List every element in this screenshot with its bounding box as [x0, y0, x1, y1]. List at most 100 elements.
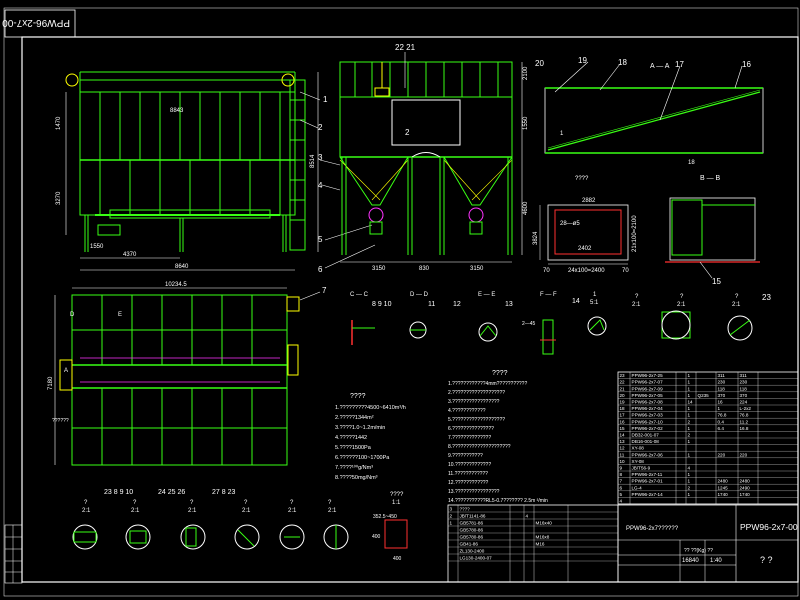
svg-text:1.????????????4mm???????????: 1.????????????4mm???????????	[448, 381, 527, 387]
bottom-detail-2: 24 25 26 ?2:1	[125, 489, 185, 550]
parts-cell: 2	[688, 485, 691, 490]
section-detail-2-1-a: ? 2:1	[632, 294, 691, 340]
detail-box	[539, 204, 629, 265]
hopper-left	[339, 156, 409, 206]
parts-left-cell: 3	[450, 507, 453, 512]
parts-cell: 12	[620, 446, 626, 451]
parts-cell: 311	[718, 373, 726, 378]
svg-text:2:1: 2:1	[131, 508, 140, 514]
svg-text:7.????¹⁰⁰g/Nm³: 7.????¹⁰⁰g/Nm³	[335, 464, 373, 471]
detail-w-bot: 2402	[578, 246, 592, 252]
parts-cell: 1740	[718, 492, 729, 497]
dim-2100: 2100	[523, 66, 529, 80]
parts-cell: 11	[620, 452, 625, 457]
svg-text:?: ?	[190, 500, 194, 506]
section-aa-title: A — A	[650, 63, 670, 70]
parts-left-cell: M16	[536, 542, 545, 547]
dim-1470: 1470	[56, 116, 62, 130]
parts-cell: 220	[740, 452, 748, 457]
left-revision-strip	[4, 524, 23, 584]
svg-text:C — C: C — C	[350, 292, 369, 298]
dim-1550: 1550	[90, 244, 104, 250]
dim-3270: 3270	[56, 191, 62, 205]
parts-cell: 22	[620, 380, 626, 385]
svg-text:7.??????????????: 7.??????????????	[448, 435, 491, 441]
svg-text:2—45: 2—45	[522, 321, 536, 327]
svg-text:?: ?	[680, 294, 684, 300]
notes-left-title: ????	[350, 393, 366, 400]
label-22-21: 22 21	[395, 43, 416, 52]
parts-cell: L-2x2	[740, 406, 752, 411]
detail-h-side: 3824	[533, 231, 539, 245]
svg-text:11.????????????: 11.????????????	[448, 471, 488, 477]
svg-text:F — F: F — F	[540, 292, 557, 298]
svg-text:1.?????????4500~6410m³/h: 1.?????????4500~6410m³/h	[335, 405, 406, 411]
svg-text:2:1: 2:1	[288, 508, 297, 514]
section-bb-title: B — B	[700, 175, 721, 182]
parts-cell: 16.8	[740, 426, 749, 431]
svg-text:12: 12	[453, 301, 461, 308]
section-aa-1: 1	[560, 131, 564, 137]
svg-text:E — E: E — E	[478, 292, 495, 298]
section-row: C — C 8 9 10 D — D 11 E — E 13 12 F — F …	[350, 292, 771, 355]
parts-cell: 15	[620, 426, 626, 431]
svg-text:23 8 9 10: 23 8 9 10	[104, 489, 133, 496]
svg-text:2:1: 2:1	[82, 508, 91, 514]
svg-text:?: ?	[735, 294, 739, 300]
svg-text:?: ?	[328, 500, 332, 506]
parts-cell: 1	[688, 380, 691, 385]
parts-cell: 5	[620, 492, 623, 497]
parts-cell: 11.2	[740, 419, 749, 424]
parts-cell: PPW96-2x7-05	[632, 393, 664, 398]
detail-inner: 28—ø5	[560, 221, 580, 227]
parts-cell: 0.4	[718, 419, 725, 424]
parts-cell: 14	[620, 433, 626, 438]
bottom-detail-5: ?2:1	[279, 500, 305, 550]
notes-right-title: ????	[492, 370, 508, 377]
parts-cell: PPW96-2x7-25	[632, 373, 664, 378]
plan-view	[59, 294, 300, 466]
parts-cell: PPW96-2x7-06	[632, 452, 664, 457]
dim-side-1550: 1550	[523, 116, 529, 130]
parts-cell: DB32-001-07	[632, 433, 660, 438]
detail-w-base: 24x100=2400	[568, 268, 605, 274]
svg-text:13: 13	[505, 301, 513, 308]
side-legs	[341, 157, 513, 255]
label-2: 2	[318, 123, 323, 132]
svg-text:5:1: 5:1	[590, 300, 599, 306]
small-plate: ???? 1:1 352.5~450 400 400	[372, 492, 408, 562]
label-15: 15	[712, 277, 721, 286]
label-17: 17	[675, 60, 684, 69]
dim-7180: 7180	[48, 376, 54, 390]
svg-text:?: ?	[133, 500, 137, 506]
parts-cell: PPW96-2x7-08	[632, 400, 664, 405]
section-aa-18: 18	[688, 160, 695, 166]
section-detail-2-1-b: ? 2:1	[677, 294, 686, 308]
label-1: 1	[323, 95, 328, 104]
svg-text:D — D: D — D	[410, 292, 429, 298]
dim-8514: 8514	[310, 154, 316, 168]
section-23: ? 2:1 23	[727, 293, 771, 341]
svg-text:27 8 23: 27 8 23	[212, 489, 235, 496]
section-c-c: C — C 8 9 10	[350, 292, 392, 345]
label-3: 3	[318, 153, 323, 162]
svg-text:4.????????????: 4.????????????	[448, 408, 486, 414]
parts-cell: 118	[740, 386, 748, 391]
parts-cell: 311	[740, 373, 748, 378]
parts-left-cell: JB/T1141-86	[460, 514, 486, 519]
parts-left-cell: 1	[450, 521, 453, 526]
parts-cell: 6.4	[718, 426, 725, 431]
notes-left: ???? 1.?????????4500~6410m³/h 2.?????134…	[335, 393, 406, 481]
svg-text:3.?????????????????: 3.?????????????????	[448, 399, 500, 405]
title-scale: 1:40	[710, 558, 722, 564]
drawing-number-table: PPW96-2x7-00	[740, 522, 798, 532]
front-ladder	[289, 79, 306, 251]
svg-text:5.????1500Pa: 5.????1500Pa	[335, 445, 372, 451]
plan-grid-bottom	[72, 388, 287, 465]
parts-left-cell: GB5781-86	[460, 521, 484, 526]
parts-cell: 1	[688, 479, 691, 484]
parts-cell: 1	[688, 472, 691, 477]
parts-cell: PPW96-2x7-10	[632, 419, 664, 424]
